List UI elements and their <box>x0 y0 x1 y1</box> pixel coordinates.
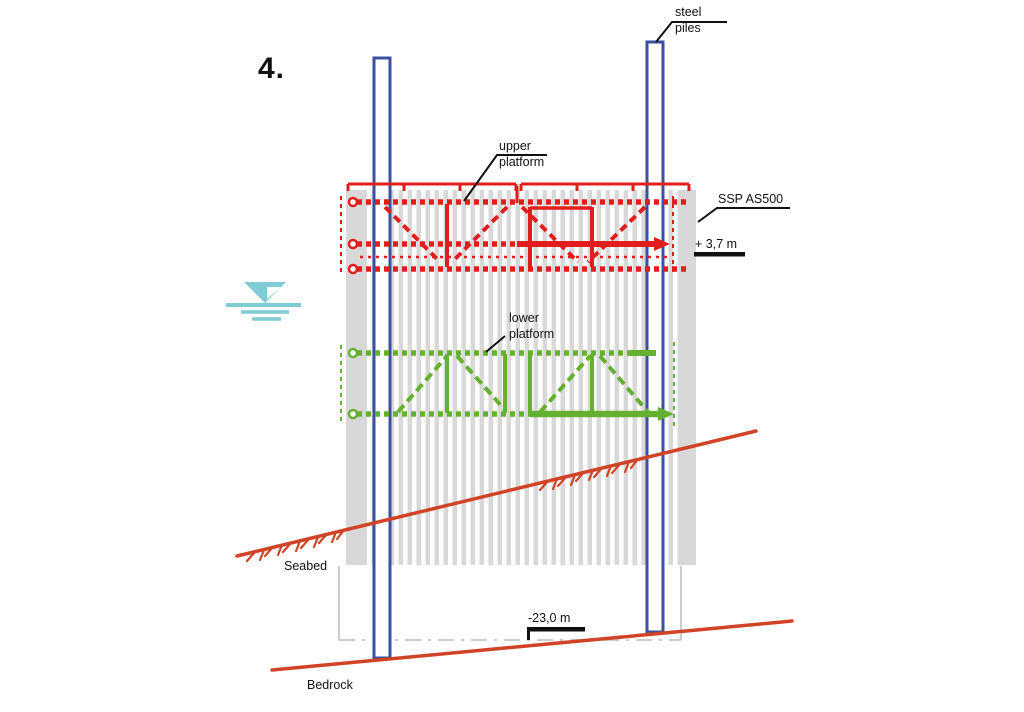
lower-platform-label-line1: lower <box>509 311 539 325</box>
elevation-lower-label: -23,0 m <box>528 611 571 625</box>
steel-piles-label-line1: steel <box>675 5 702 19</box>
lower-platform-leader <box>485 335 506 353</box>
bedrock-label: Bedrock <box>307 678 353 692</box>
water-level-icon <box>226 282 301 321</box>
elevation-upper-label: + 3,7 m <box>695 237 738 251</box>
seabed-label: Seabed <box>284 559 328 573</box>
steel-piles-label: steel piles <box>675 5 701 36</box>
lower-platform-truss <box>340 342 675 430</box>
upper-platform-label: upper platform <box>499 139 544 170</box>
upper-platform-leader <box>463 154 547 202</box>
steel-piles-label-line2: piles <box>675 20 701 35</box>
upper-platform-label-line2: platform <box>499 154 545 169</box>
elevation-lower-tick <box>527 627 530 640</box>
ssp-leader <box>697 207 790 223</box>
seabed-line <box>235 429 758 563</box>
seabed-hatch-right <box>538 457 640 492</box>
sheet-pile-type-label: SSP AS500 <box>718 192 784 206</box>
steel-pile-right <box>645 40 665 634</box>
elevation-lower-mark <box>527 627 585 632</box>
upper-platform-truss <box>340 182 691 275</box>
lower-platform-label: lower platform <box>509 311 554 342</box>
sheet-pile-wall <box>346 190 696 565</box>
bedrock-line <box>270 619 794 672</box>
steel-piles-leader <box>655 21 727 43</box>
annotation-leaders <box>463 21 790 640</box>
embedded-wall-outline <box>338 566 682 641</box>
seabed-hatch-left <box>245 528 346 563</box>
lower-platform-label-line2: platform <box>509 326 555 341</box>
upper-platform-label-line1: upper <box>499 139 531 153</box>
figure-number: 4. <box>258 52 286 85</box>
elevation-upper-mark <box>694 252 745 257</box>
steel-pile-left <box>372 56 392 660</box>
